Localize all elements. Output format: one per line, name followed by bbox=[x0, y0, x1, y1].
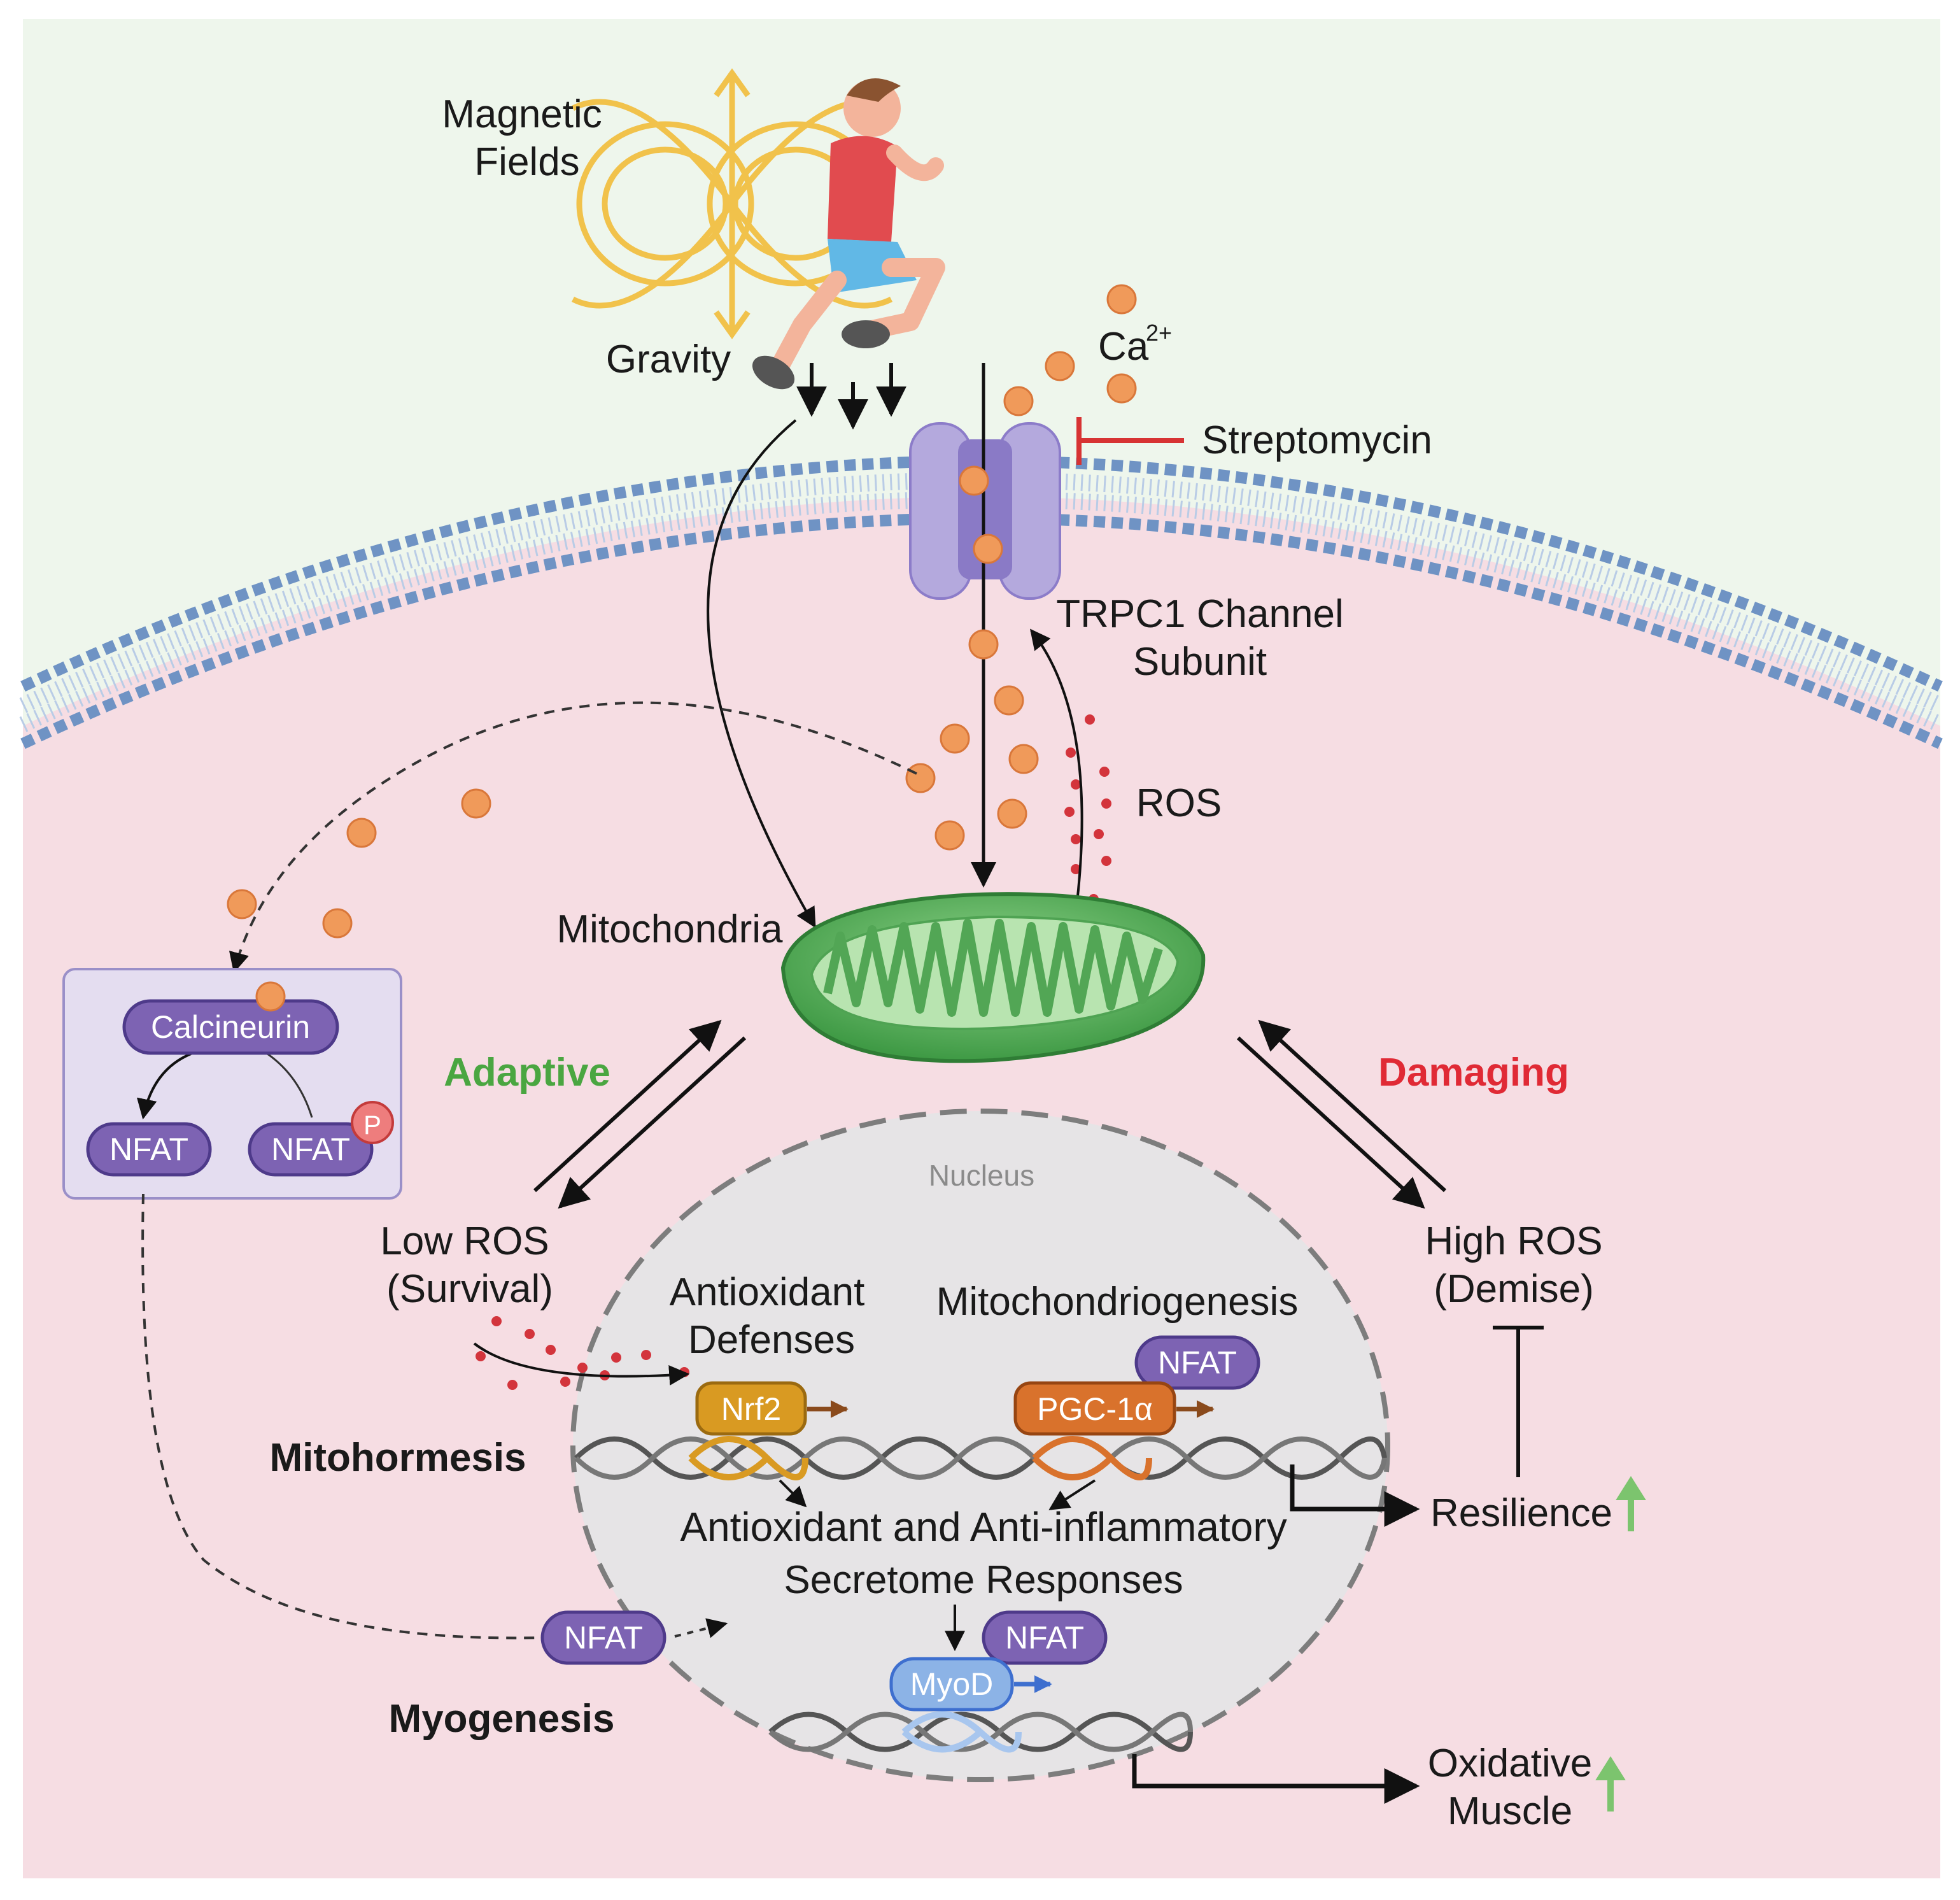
nfat-translocation-path bbox=[141, 1193, 542, 1640]
nfat-to-myod-arrow bbox=[674, 1618, 728, 1638]
calcineurin-to-nfat-arrow bbox=[136, 1053, 192, 1120]
low-ros-to-nrf2-arrow bbox=[473, 1342, 690, 1386]
adaptive-arrows bbox=[533, 1019, 747, 1209]
ros-label: ROS bbox=[1136, 781, 1222, 825]
up-arrow-icon bbox=[1595, 1476, 1646, 1811]
resilience-label: Resilience bbox=[1430, 1491, 1612, 1535]
mitochondriogenesis-label: Mitochondriogenesis bbox=[936, 1280, 1299, 1324]
svg-text:NFAT: NFAT bbox=[1005, 1620, 1084, 1655]
calcium-label: Ca bbox=[1098, 325, 1149, 369]
nucleus-label: Nucleus bbox=[929, 1159, 1034, 1192]
resilience-inhibition bbox=[1493, 1326, 1544, 1477]
nfat-p-link bbox=[267, 1053, 313, 1118]
svg-text:Calcineurin: Calcineurin bbox=[151, 1009, 310, 1045]
gravity-label: Gravity bbox=[606, 337, 731, 381]
cell-membrane bbox=[19, 455, 1944, 749]
trpc1-label-line2: Subunit bbox=[1133, 640, 1267, 684]
mitochondria-label: Mitochondria bbox=[557, 907, 783, 951]
streptomycin-label: Streptomycin bbox=[1202, 418, 1432, 462]
nrf2-pill: Nrf2 bbox=[695, 1381, 849, 1436]
ros-dots bbox=[1064, 714, 1111, 904]
calcium-on-calcineurin bbox=[255, 981, 286, 1012]
antioxidant-defenses-line1: Antioxidant bbox=[670, 1270, 865, 1314]
antioxidant-defenses-line2: Defenses bbox=[688, 1318, 855, 1362]
nrf2-to-secretome-arrow bbox=[779, 1479, 807, 1508]
streptomycin-inhibition bbox=[1076, 417, 1184, 465]
secretome-label-line2: Secretome Responses bbox=[784, 1558, 1183, 1602]
svg-text:PGC-1α: PGC-1α bbox=[1037, 1391, 1153, 1427]
dna-to-oxidative-arrow bbox=[1132, 1754, 1420, 1804]
secretome-label-line1: Antioxidant and Anti-inflammatory bbox=[680, 1504, 1287, 1550]
calcineurin-pill: Calcineurin bbox=[122, 999, 339, 1055]
runner-figure bbox=[752, 78, 945, 390]
magnetic-fields-label-line1: Magnetic bbox=[442, 92, 602, 136]
low-ros-label-line2: (Survival) bbox=[386, 1267, 553, 1311]
nfat-pill-myogenesis: NFAT bbox=[982, 1610, 1108, 1665]
svg-text:Nrf2: Nrf2 bbox=[721, 1391, 781, 1427]
ros-to-channel-arrow bbox=[1030, 628, 1083, 924]
nfat-pill-left: NFAT bbox=[86, 1122, 212, 1177]
nfat-pill-mitochondriogenesis: NFAT bbox=[1134, 1335, 1260, 1390]
low-ros-label-line1: Low ROS bbox=[380, 1219, 549, 1263]
dna-helix-upper bbox=[574, 1436, 1387, 1480]
adaptive-label: Adaptive bbox=[444, 1051, 610, 1095]
calcium-to-calcineurin-arrow bbox=[229, 701, 917, 974]
phospho-label: P bbox=[363, 1110, 381, 1140]
nfat-pill-nucleus-entry: NFAT bbox=[540, 1610, 666, 1665]
high-ros-label-line2: (Demise) bbox=[1434, 1267, 1593, 1311]
mitohormesis-label: Mitohormesis bbox=[269, 1436, 526, 1480]
svg-text:NFAT: NFAT bbox=[564, 1620, 643, 1655]
damaging-label: Damaging bbox=[1378, 1051, 1569, 1095]
dna-helix-lower bbox=[768, 1711, 1193, 1753]
dna-to-resilience-arrow bbox=[1290, 1464, 1420, 1527]
mitochondrion bbox=[780, 892, 1206, 1063]
nfat-phosphorylated-pill: NFAT P bbox=[248, 1101, 394, 1177]
nucleus bbox=[570, 1109, 1390, 1782]
damaging-arrows bbox=[1236, 1019, 1447, 1209]
magnetic-fields-label-line2: Fields bbox=[474, 140, 579, 184]
oxidative-muscle-line1: Oxidative bbox=[1428, 1741, 1592, 1785]
pgc-to-secretome-arrow bbox=[1048, 1479, 1096, 1510]
svg-text:NFAT: NFAT bbox=[1158, 1345, 1237, 1380]
trpc1-label-line1: TRPC1 Channel bbox=[1056, 592, 1343, 636]
magnetic-field-lines bbox=[571, 68, 893, 339]
oxidative-muscle-line2: Muscle bbox=[1448, 1789, 1572, 1833]
gravity-arrows bbox=[796, 363, 906, 430]
svg-text:NFAT: NFAT bbox=[109, 1131, 188, 1167]
svg-text:MyoD: MyoD bbox=[910, 1666, 994, 1702]
calcium-superscript: 2+ bbox=[1146, 320, 1172, 346]
pgc1a-pill: PGC-1α bbox=[1013, 1381, 1215, 1436]
gravity-to-mito-arrow bbox=[707, 419, 816, 928]
high-ros-label-line1: High ROS bbox=[1425, 1219, 1602, 1263]
myod-pill: MyoD bbox=[889, 1657, 1052, 1712]
calcium-ions bbox=[227, 284, 1137, 1012]
myogenesis-label: Myogenesis bbox=[389, 1697, 615, 1741]
svg-text:NFAT: NFAT bbox=[271, 1131, 350, 1167]
